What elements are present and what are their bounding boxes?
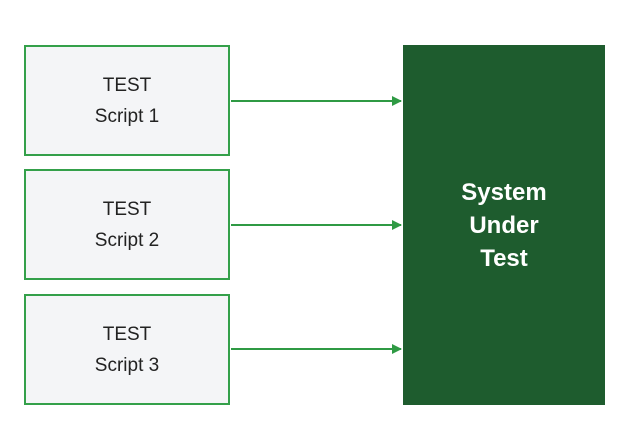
test-script-1-label: Script 1 (94, 105, 160, 127)
test-script-2-title: TEST (102, 198, 152, 220)
test-script-2-box: TEST Script 2 (24, 169, 230, 280)
test-script-1-title: TEST (102, 74, 152, 96)
test-script-1-box: TEST Script 1 (24, 45, 230, 156)
test-script-2-label: Script 2 (94, 229, 160, 251)
test-script-3-label: Script 3 (94, 354, 160, 376)
system-label-line-2: Under (469, 211, 539, 239)
system-label-line-1: System (461, 178, 547, 206)
system-label-line-3: Test (480, 244, 528, 272)
test-script-3-title: TEST (102, 323, 152, 345)
test-script-3-box: TEST Script 3 (24, 294, 230, 405)
system-under-test-box: System Under Test (403, 45, 605, 405)
